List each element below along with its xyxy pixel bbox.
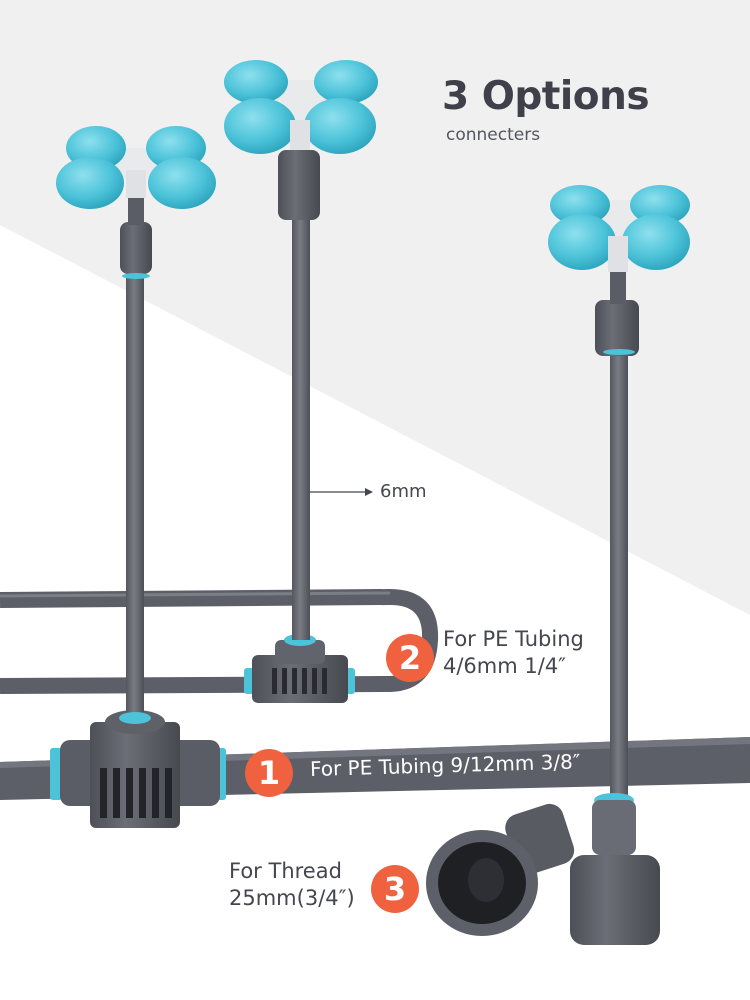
thread-adapter [426, 803, 575, 936]
option-2-label: For PE Tubing 4/6mm 1/4″ [443, 626, 584, 680]
option-3-line1: For Thread [229, 859, 342, 883]
option-3-badge: 3 [371, 865, 419, 913]
nozzle-head-left [56, 126, 216, 209]
nozzle-head-right [548, 185, 690, 272]
option-2-line2: 4/6mm 1/4″ [443, 654, 567, 678]
right-riser [570, 270, 660, 945]
large-tee-fitting [50, 710, 226, 828]
nozzle-head-middle [224, 60, 378, 154]
option-1-badge: 1 [245, 749, 293, 797]
page-title: 3 Options [442, 74, 650, 119]
option-2-badge: 2 [386, 634, 434, 682]
small-tee-fitting [244, 634, 355, 703]
option-3-line2: 25mm(3/4″) [229, 886, 355, 910]
option-2-line1: For PE Tubing [443, 627, 584, 651]
dimension-arrow [310, 488, 373, 496]
left-riser [120, 195, 152, 712]
middle-riser [278, 150, 320, 640]
tube-diameter-label: 6mm [380, 481, 427, 502]
page-subtitle: connecters [446, 125, 541, 145]
option-3-label: For Thread 25mm(3/4″) [229, 858, 355, 912]
